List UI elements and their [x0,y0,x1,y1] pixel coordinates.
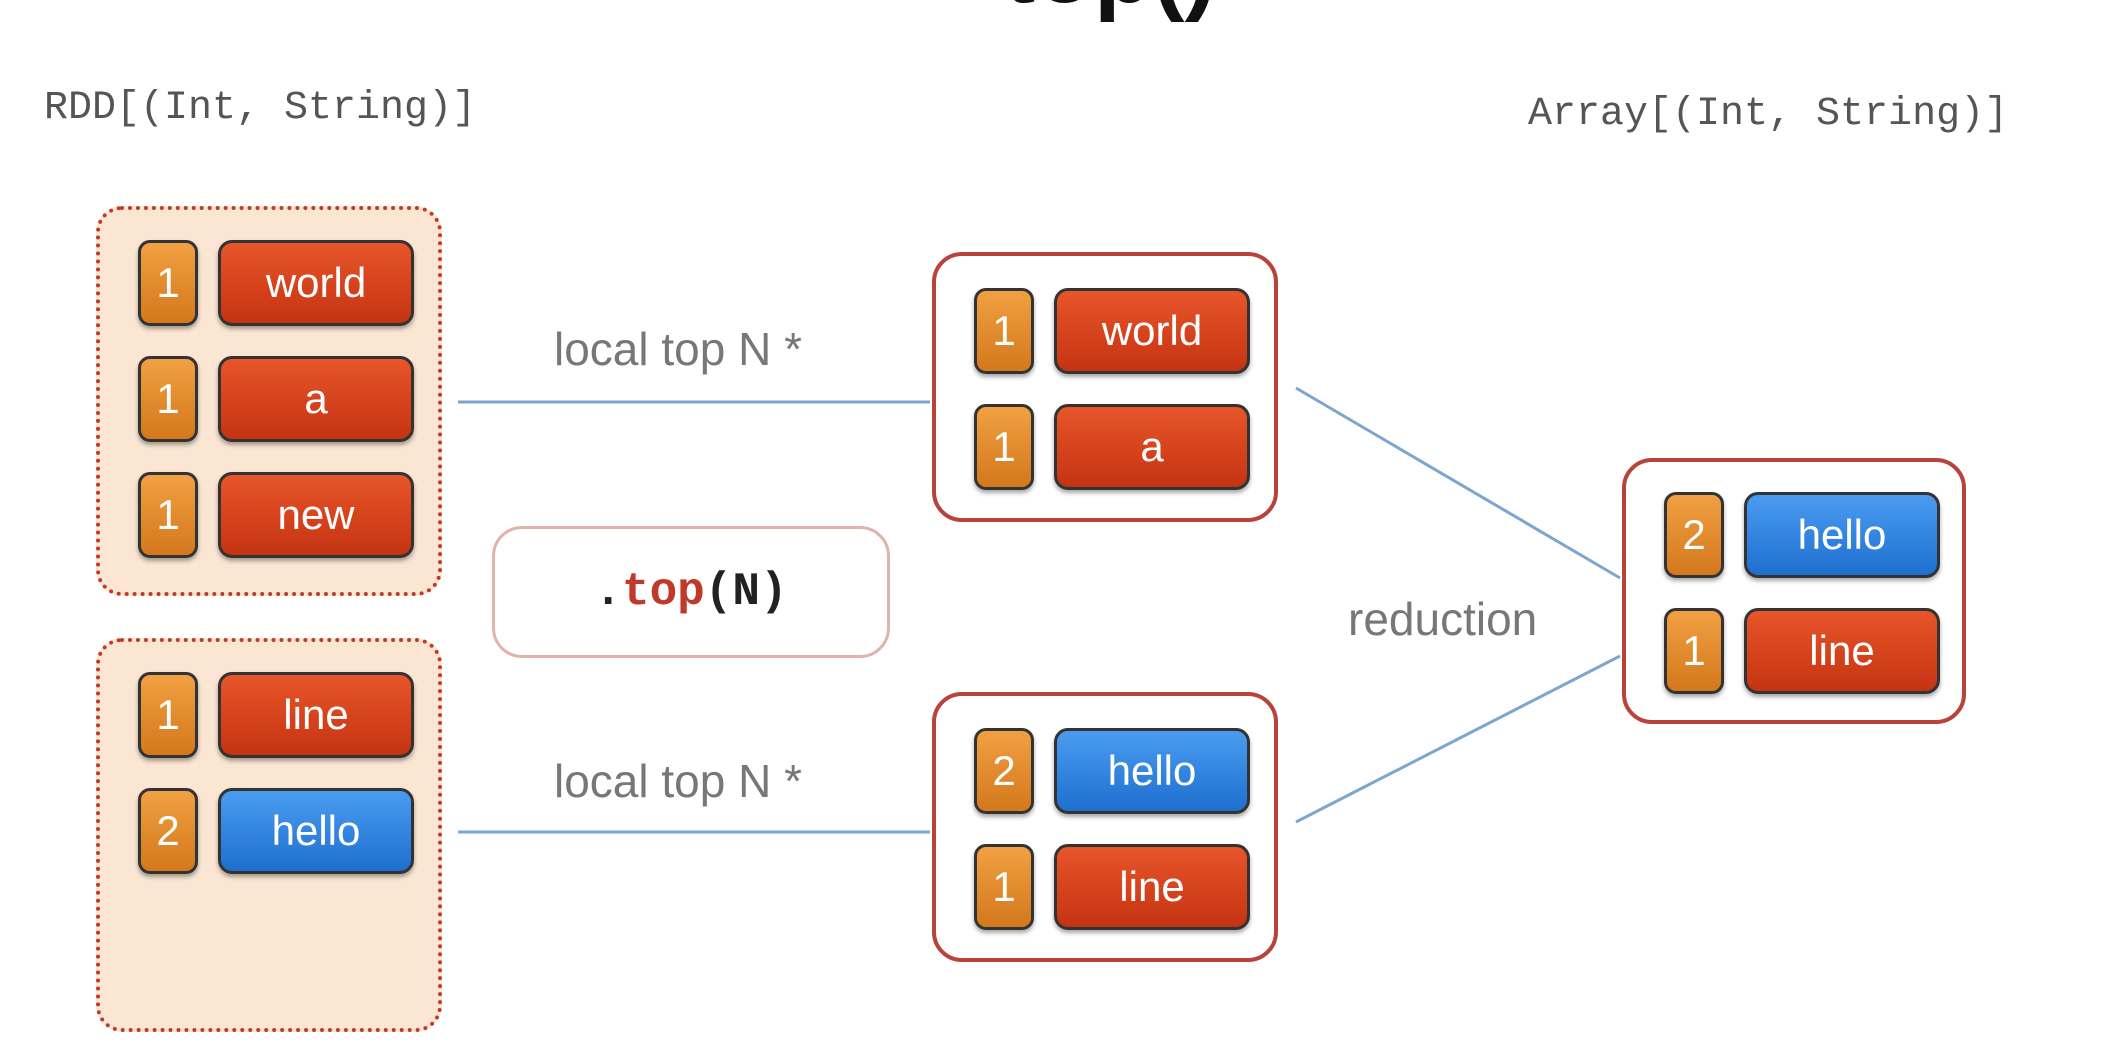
final-result: 2 hello 1 line [1622,458,1966,724]
count-badge: 1 [138,672,198,758]
rdd-partition-1: 1 world 1 a 1 new [96,206,442,596]
count-badge: 2 [1664,492,1724,578]
local-result-2: 2 hello 1 line [932,692,1278,962]
word-pill: a [1054,404,1250,490]
rdd-type-label: RDD[(Int, String)] [44,86,477,131]
count-badge: 1 [138,472,198,558]
count-badge: 1 [974,844,1034,930]
word-pill: a [218,356,414,442]
code-method: top [621,566,705,618]
count-badge: 2 [974,728,1034,814]
local-result-1: 1 world 1 a [932,252,1278,522]
word-pill: world [1054,288,1250,374]
word-pill: hello [218,788,414,874]
edge-label-local-top-1: local top N * [554,323,803,375]
count-badge: 1 [138,356,198,442]
count-badge: 1 [1664,608,1724,694]
rdd-partition-2: 1 line 2 hello [96,638,442,1032]
word-pill: new [218,472,414,558]
page-title: top() [940,0,1280,20]
word-pill: world [218,240,414,326]
edge-label-reduction: reduction [1348,593,1538,645]
count-badge: 1 [974,288,1034,374]
code-args: (N) [704,566,788,618]
count-badge: 1 [974,404,1034,490]
code-snippet: .top(N) [492,526,890,658]
word-pill: line [218,672,414,758]
word-pill: hello [1744,492,1940,578]
reduction-line-1 [1295,386,1621,580]
array-type-label: Array[(Int, String)] [1528,92,2009,137]
word-pill: line [1744,608,1940,694]
code-dot: . [594,566,622,618]
count-badge: 2 [138,788,198,874]
count-badge: 1 [138,240,198,326]
edge-label-local-top-2: local top N * [554,755,803,807]
reduction-line-2 [1295,654,1621,824]
word-pill: line [1054,844,1250,930]
word-pill: hello [1054,728,1250,814]
